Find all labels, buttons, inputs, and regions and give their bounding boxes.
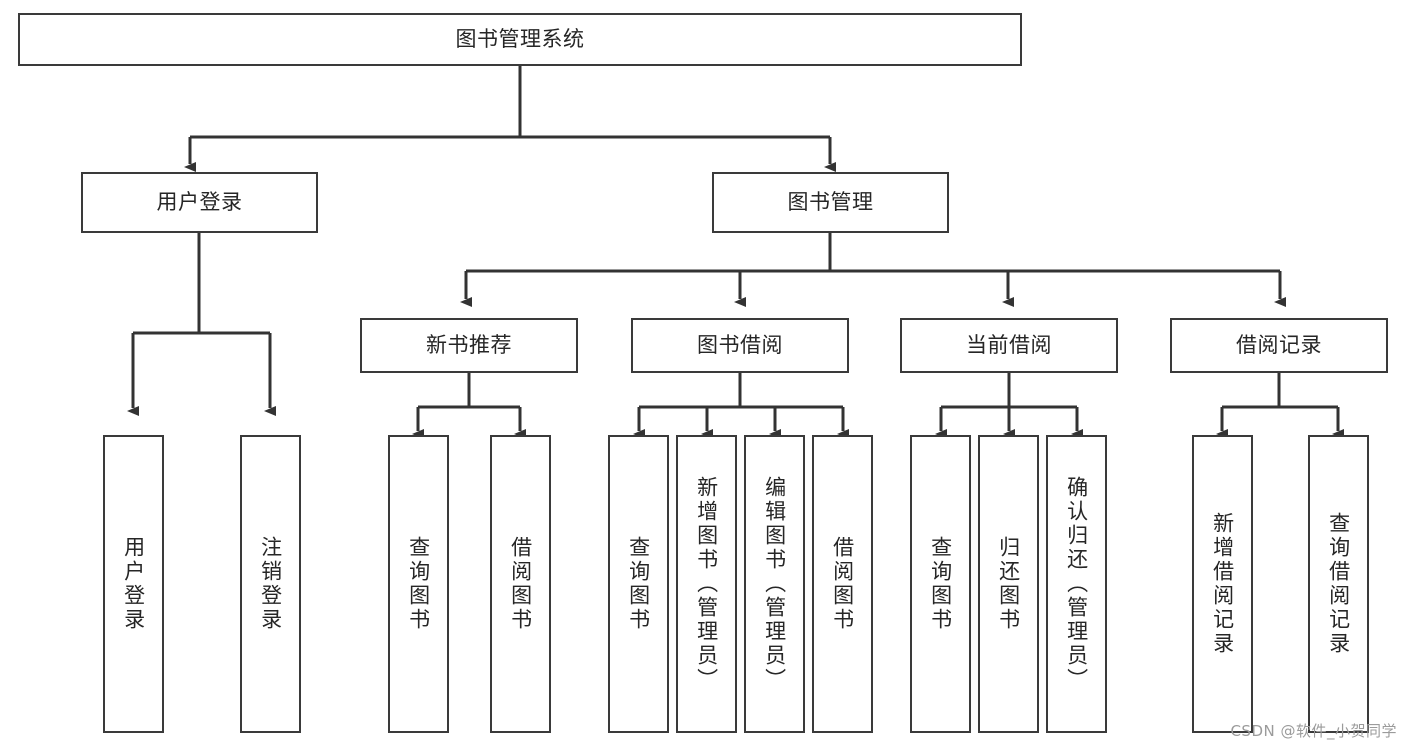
node-leaf-add-book-label: 新增图书（管理员） <box>694 476 719 692</box>
node-book-borrow-label: 图书借阅 <box>697 332 783 357</box>
node-leaf-return-book[interactable]: 归还图书 <box>978 435 1039 733</box>
watermark-text: CSDN @软件_小贺同学 <box>1230 722 1397 740</box>
node-leaf-query-record-label: 查询借阅记录 <box>1326 512 1351 656</box>
node-leaf-borrow-book-2[interactable]: 借阅图书 <box>812 435 873 733</box>
node-new-book-recommend[interactable]: 新书推荐 <box>360 318 578 373</box>
node-leaf-user-login-label: 用户登录 <box>121 536 146 632</box>
node-leaf-add-record-label: 新增借阅记录 <box>1210 512 1235 656</box>
node-borrow-record-label: 借阅记录 <box>1236 332 1322 357</box>
node-root-label: 图书管理系统 <box>455 26 585 51</box>
node-leaf-logout[interactable]: 注销登录 <box>240 435 301 733</box>
node-leaf-user-login[interactable]: 用户登录 <box>103 435 164 733</box>
node-root[interactable]: 图书管理系统 <box>18 13 1022 66</box>
node-leaf-confirm-return[interactable]: 确认归还（管理员） <box>1046 435 1107 733</box>
node-leaf-query-book-2[interactable]: 查询图书 <box>608 435 669 733</box>
node-book-borrow[interactable]: 图书借阅 <box>631 318 849 373</box>
node-leaf-borrow-book-1[interactable]: 借阅图书 <box>490 435 551 733</box>
node-leaf-logout-label: 注销登录 <box>258 536 283 632</box>
node-leaf-query-book-1[interactable]: 查询图书 <box>388 435 449 733</box>
node-leaf-query-book-3-label: 查询图书 <box>928 536 953 632</box>
node-book-management[interactable]: 图书管理 <box>712 172 949 233</box>
node-leaf-query-book-3[interactable]: 查询图书 <box>910 435 971 733</box>
node-book-management-label: 图书管理 <box>787 189 874 214</box>
node-leaf-confirm-return-label: 确认归还（管理员） <box>1064 476 1089 692</box>
node-leaf-query-book-1-label: 查询图书 <box>406 536 431 632</box>
node-current-borrow-label: 当前借阅 <box>966 332 1052 357</box>
node-borrow-record[interactable]: 借阅记录 <box>1170 318 1388 373</box>
node-new-book-recommend-label: 新书推荐 <box>426 332 512 357</box>
node-leaf-edit-book-label: 编辑图书（管理员） <box>762 476 787 692</box>
node-leaf-add-book[interactable]: 新增图书（管理员） <box>676 435 737 733</box>
node-user-login[interactable]: 用户登录 <box>81 172 318 233</box>
node-leaf-add-record[interactable]: 新增借阅记录 <box>1192 435 1253 733</box>
node-leaf-borrow-book-2-label: 借阅图书 <box>830 536 855 632</box>
node-leaf-borrow-book-1-label: 借阅图书 <box>508 536 533 632</box>
node-leaf-return-book-label: 归还图书 <box>996 536 1021 632</box>
node-user-login-label: 用户登录 <box>156 189 243 214</box>
node-current-borrow[interactable]: 当前借阅 <box>900 318 1118 373</box>
node-leaf-edit-book[interactable]: 编辑图书（管理员） <box>744 435 805 733</box>
node-leaf-query-record[interactable]: 查询借阅记录 <box>1308 435 1369 733</box>
node-leaf-query-book-2-label: 查询图书 <box>626 536 651 632</box>
